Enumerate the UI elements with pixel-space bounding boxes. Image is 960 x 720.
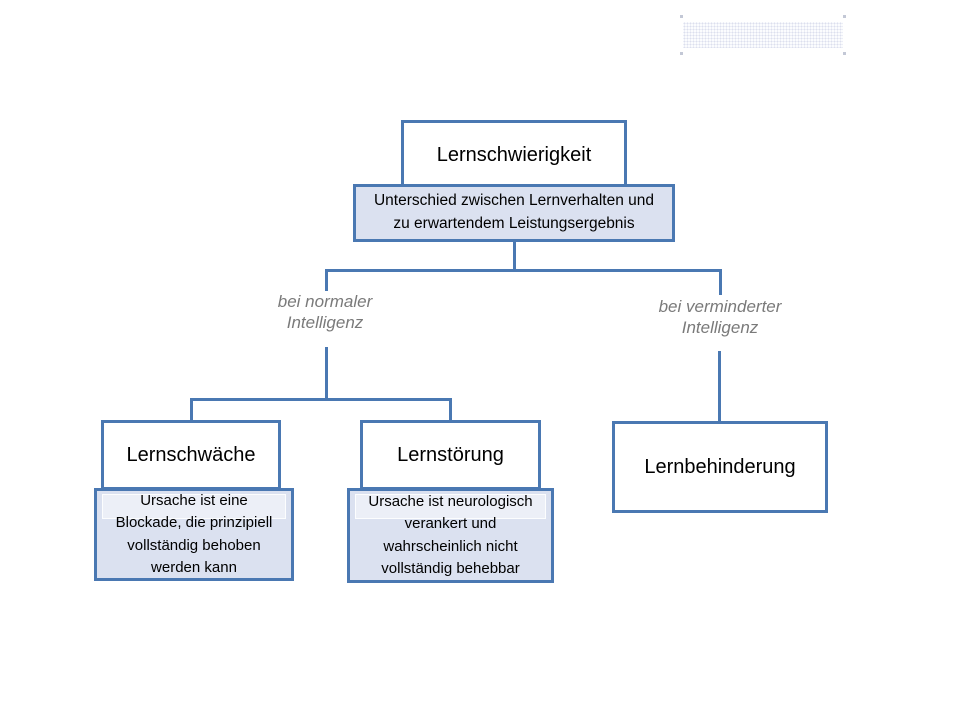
- node-title: Lernstörung: [397, 444, 504, 466]
- branch-label-normale-intelligenz: bei normaler Intelligenz: [277, 292, 373, 332]
- note-lernschwierigkeit-definition: Unterschied zwischen Lernverhalten und z…: [353, 184, 675, 242]
- watermark-corner-mark: [680, 15, 683, 18]
- connector-root-vertical: [513, 241, 516, 271]
- connector-branch-horizontal: [325, 269, 722, 272]
- node-lernstoerung: Lernstörung: [360, 420, 541, 490]
- note-text: Ursache ist neurologisch verankert und w…: [368, 493, 533, 577]
- connector-branch-right-stub: [719, 269, 722, 295]
- watermark-corner-mark: [843, 52, 846, 55]
- node-title: Lernbehinderung: [644, 456, 796, 478]
- connector-branch-left-stub: [325, 269, 328, 291]
- note-text: Ursache ist eine Blockade, die prinzipie…: [115, 492, 273, 576]
- watermark-corner-mark: [843, 15, 846, 18]
- note-highlight-strip: [355, 494, 546, 519]
- connector-leaf-drop-right: [449, 398, 452, 422]
- node-title: Lernschwäche: [126, 444, 256, 466]
- note-lernschwaeche: Ursache ist eine Blockade, die prinzipie…: [94, 488, 294, 581]
- node-lernschwierigkeit: Lernschwierigkeit: [401, 120, 627, 190]
- connector-left-vertical: [325, 347, 328, 401]
- note-highlight-strip: [102, 494, 286, 519]
- node-lernschwaeche: Lernschwäche: [101, 420, 281, 490]
- branch-label-verminderte-intelligenz: bei verminderter Intelligenz: [658, 297, 782, 337]
- blurred-watermark: [680, 15, 846, 55]
- note-lernstoerung: Ursache ist neurologisch verankert und w…: [347, 488, 554, 583]
- watermark-corner-mark: [680, 52, 683, 55]
- node-lernbehinderung: Lernbehinderung: [612, 421, 828, 513]
- node-title: Lernschwierigkeit: [436, 144, 592, 166]
- note-text: Unterschied zwischen Lernverhalten und z…: [373, 192, 655, 232]
- connector-leaf-drop-left: [190, 398, 193, 422]
- connector-leaf-horizontal: [190, 398, 452, 401]
- connector-right-vertical: [718, 351, 721, 423]
- watermark-stipple-pattern: [683, 22, 843, 48]
